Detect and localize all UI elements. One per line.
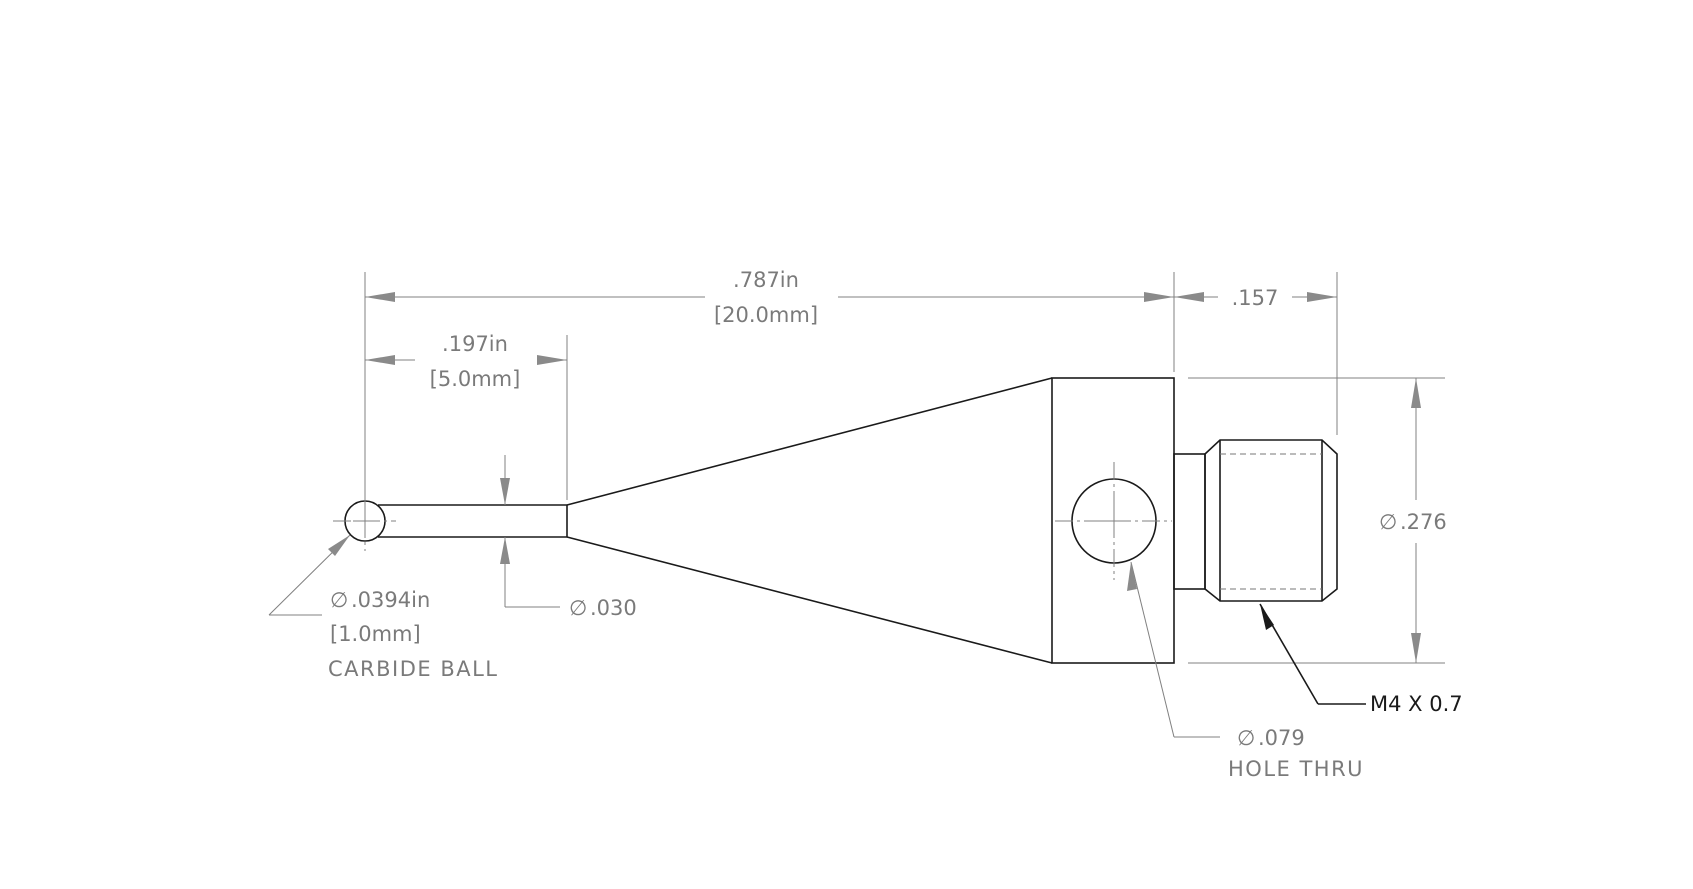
arrowhead-body-dia-upper — [1411, 378, 1421, 408]
dim-body-diameter: ∅ .276 — [1379, 378, 1447, 663]
arrowhead-stem-dia-lower — [500, 537, 510, 564]
dim-text-stem-diameter: .030 — [590, 596, 637, 620]
center-marks — [333, 462, 1172, 580]
dim-ball-to-stem-end: .197in [5.0mm] — [365, 332, 567, 391]
stylus-part — [344, 377, 1338, 664]
thread-relief-neck — [1173, 453, 1206, 590]
dim-overall-length: .787in [20.0mm] — [365, 268, 1174, 327]
arrowhead-thread-left — [1174, 292, 1204, 302]
extension-lines — [364, 272, 1445, 664]
arrowhead-overall-left — [365, 292, 395, 302]
arrowhead-stem-dia-upper — [500, 478, 510, 505]
diameter-symbol-ball: ∅ — [330, 588, 348, 612]
callout-text-ball-diameter-mm: [1.0mm] — [330, 622, 421, 646]
callout-thread: M4 X 0.7 — [1259, 603, 1463, 716]
arrowhead-thread-right — [1307, 292, 1337, 302]
callout-text-ball-material: CARBIDE BALL — [328, 657, 499, 681]
arrowhead-overall-right — [1144, 292, 1174, 302]
arrowhead-ball-leader — [328, 535, 350, 556]
dim-text-overall-length-mm: [20.0mm] — [714, 303, 818, 327]
arrowhead-hole-leader — [1127, 562, 1137, 591]
dim-text-thread-length: .157 — [1232, 286, 1279, 310]
dim-text-body-diameter: .276 — [1400, 510, 1447, 534]
diameter-symbol-hole: ∅ — [1237, 726, 1255, 750]
leader-hole-diagonal — [1130, 561, 1175, 738]
callout-text-thread-spec: M4 X 0.7 — [1370, 692, 1463, 716]
callout-text-ball-diameter: .0394in — [351, 588, 430, 612]
callout-carbide-ball: ∅ .0394in [1.0mm] CARBIDE BALL — [268, 534, 499, 681]
cone-bottom-edge — [566, 536, 1053, 664]
cone-top-edge — [566, 377, 1053, 506]
dim-text-stem-length-mm: [5.0mm] — [430, 367, 521, 391]
arrowhead-stem-right — [537, 355, 567, 365]
threaded-shank — [1204, 439, 1338, 602]
callout-text-hole-diameter: .079 — [1258, 726, 1305, 750]
dim-text-stem-length: .197in — [442, 332, 508, 356]
callout-hole: ∅ .079 HOLE THRU — [1127, 561, 1364, 781]
dim-thread-length: .157 — [1174, 286, 1337, 310]
diameter-symbol-body: ∅ — [1379, 510, 1397, 534]
arrowhead-stem-left — [365, 355, 395, 365]
dim-text-overall-length: .787in — [733, 268, 799, 292]
dim-stem-diameter: ∅ .030 — [500, 455, 637, 620]
arrowhead-thread-leader — [1260, 604, 1274, 630]
arrowhead-body-dia-lower — [1411, 633, 1421, 663]
diameter-symbol-stem: ∅ — [569, 596, 587, 620]
callout-text-hole-note: HOLE THRU — [1228, 757, 1364, 781]
